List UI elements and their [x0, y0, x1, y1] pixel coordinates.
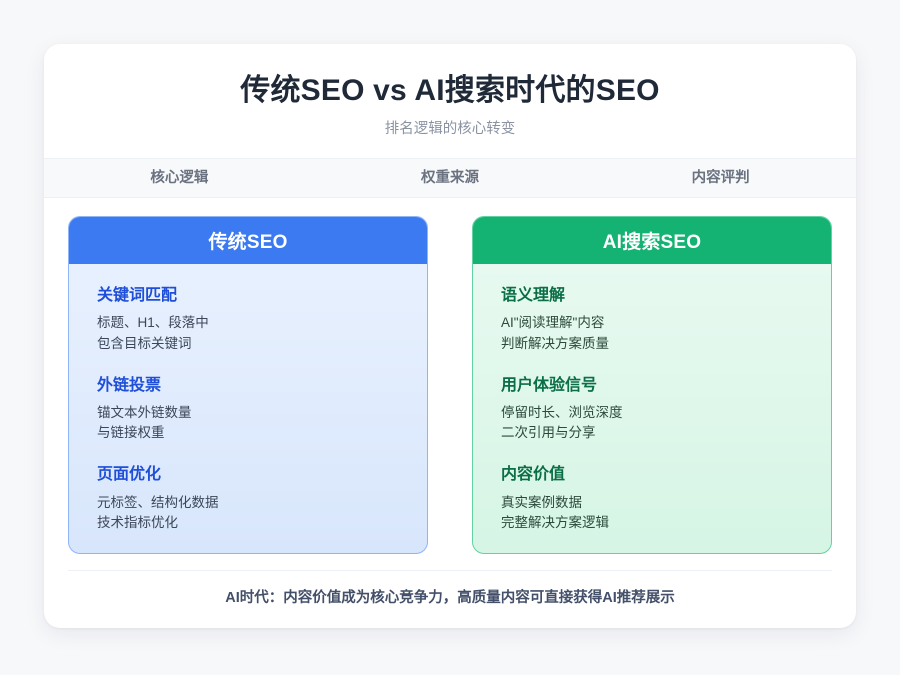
block-backlink-vote: 外链投票 锚文本外链数量 与链接权重 [97, 376, 399, 444]
dimension-header-row: 核心逻辑 权重来源 内容评判 [44, 158, 856, 199]
block-line-1: 真实案例数据 [501, 494, 582, 510]
column-traditional-seo: 传统SEO 关键词匹配 标题、H1、段落中 包含目标关键词 外链投票 锚文本外链… [68, 216, 428, 555]
comparison-columns: 传统SEO 关键词匹配 标题、H1、段落中 包含目标关键词 外链投票 锚文本外链… [44, 198, 856, 555]
block-line-2: 完整解决方案逻辑 [501, 514, 609, 530]
block-title: 语义理解 [501, 287, 566, 305]
block-line-1: 停留时长、浏览深度 [501, 404, 623, 420]
comparison-card: 传统SEO vs AI搜索时代的SEO 排名逻辑的核心转变 核心逻辑 权重来源 … [44, 44, 856, 628]
block-title: 页面优化 [97, 466, 162, 484]
block-line-1: AI"阅读理解"内容 [501, 315, 605, 331]
footer-note: AI时代：内容价值成为核心竞争力，高质量内容可直接获得AI推荐展示 [225, 590, 675, 607]
title-section: 传统SEO vs AI搜索时代的SEO 排名逻辑的核心转变 [44, 44, 856, 158]
block-line-2: 二次引用与分享 [501, 425, 596, 441]
column-header-traditional-seo: 传统SEO [69, 217, 427, 265]
block-title: 内容价值 [501, 466, 566, 484]
block-line-1: 锚文本外链数量 [97, 404, 192, 420]
block-keyword-match: 关键词匹配 标题、H1、段落中 包含目标关键词 [97, 286, 399, 354]
dimension-label-weight-source: 权重来源 [421, 169, 479, 186]
block-title: 外链投票 [97, 376, 162, 394]
block-line-2: 包含目标关键词 [97, 335, 192, 351]
block-line-1: 标题、H1、段落中 [97, 315, 209, 331]
column-body-traditional-seo: 关键词匹配 标题、H1、段落中 包含目标关键词 外链投票 锚文本外链数量 与链接… [69, 264, 427, 553]
dimension-label-core-logic: 核心逻辑 [150, 169, 209, 186]
block-line-2: 技术指标优化 [97, 514, 178, 530]
column-ai-search-seo: AI搜索SEO 语义理解 AI"阅读理解"内容 判断解决方案质量 用户体验信号 … [472, 216, 832, 555]
footer-section: AI时代：内容价值成为核心竞争力，高质量内容可直接获得AI推荐展示 [44, 554, 856, 628]
dimension-label-content-judgement: 内容评判 [691, 169, 750, 186]
column-header-ai-search-seo: AI搜索SEO [473, 217, 831, 265]
block-user-experience-signal: 用户体验信号 停留时长、浏览深度 二次引用与分享 [501, 376, 803, 444]
block-line-2: 判断解决方案质量 [501, 335, 609, 351]
block-content-value: 内容价值 真实案例数据 完整解决方案逻辑 [501, 465, 803, 533]
footer-divider [68, 570, 832, 572]
block-title: 用户体验信号 [501, 376, 598, 394]
block-page-optimization: 页面优化 元标签、结构化数据 技术指标优化 [97, 465, 399, 533]
column-body-ai-search-seo: 语义理解 AI"阅读理解"内容 判断解决方案质量 用户体验信号 停留时长、浏览深… [473, 264, 831, 553]
block-title: 关键词匹配 [97, 287, 178, 305]
block-semantic-understanding: 语义理解 AI"阅读理解"内容 判断解决方案质量 [501, 286, 803, 354]
block-line-2: 与链接权重 [97, 425, 165, 441]
page-title: 传统SEO vs AI搜索时代的SEO [240, 74, 660, 107]
block-line-1: 元标签、结构化数据 [97, 494, 219, 510]
page-subtitle: 排名逻辑的核心转变 [384, 120, 516, 137]
